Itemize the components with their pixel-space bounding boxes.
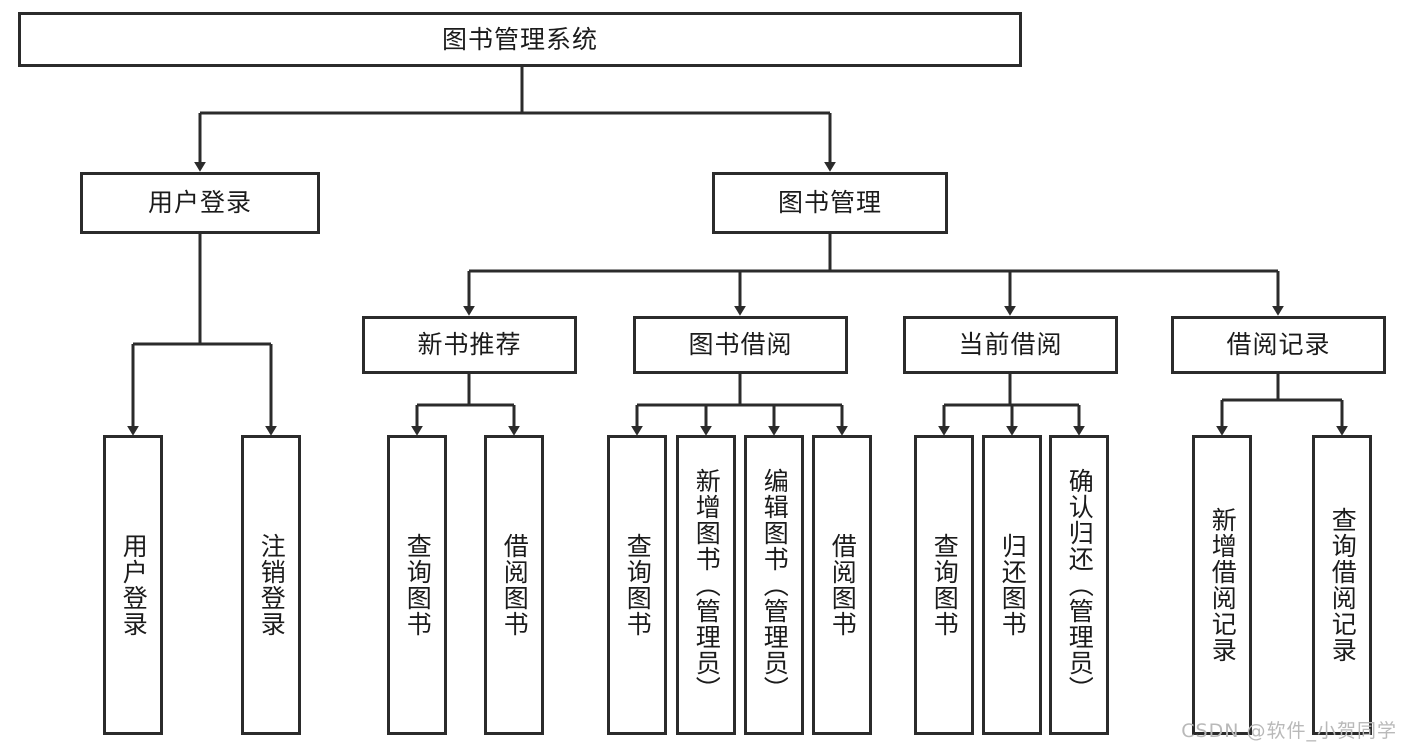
leaf-recommend-query-book-label: 查询图书 — [403, 533, 433, 637]
leaf-borrow-add-book[interactable]: 新增图书（管理员） — [676, 435, 736, 735]
leaf-user-login-login[interactable]: 用户登录 — [103, 435, 163, 735]
leaf-current-confirm-return-label: 确认归还（管理员） — [1065, 468, 1095, 702]
leaf-current-return-book[interactable]: 归还图书 — [982, 435, 1042, 735]
leaf-borrow-edit-book-label: 编辑图书（管理员） — [760, 468, 790, 702]
leaf-record-query-record-label: 查询借阅记录 — [1328, 507, 1358, 663]
leaf-borrow-query-book-label: 查询图书 — [623, 533, 653, 637]
leaf-recommend-borrow-book[interactable]: 借阅图书 — [484, 435, 544, 735]
leaf-borrow-borrow-book-label: 借阅图书 — [828, 533, 858, 637]
csdn-watermark: CSDN @软件_小贺同学 — [1181, 720, 1397, 742]
leaf-record-add-record[interactable]: 新增借阅记录 — [1192, 435, 1252, 735]
node-root-label: 图书管理系统 — [441, 24, 598, 54]
leaf-current-return-book-label: 归还图书 — [998, 533, 1028, 637]
leaf-user-login-logout-label: 注销登录 — [257, 533, 287, 637]
leaf-borrow-query-book[interactable]: 查询图书 — [607, 435, 667, 735]
node-book-borrow-label: 图书借阅 — [688, 330, 793, 360]
leaf-recommend-borrow-book-label: 借阅图书 — [500, 533, 530, 637]
node-user-login-label: 用户登录 — [147, 188, 252, 218]
leaf-recommend-query-book[interactable]: 查询图书 — [387, 435, 447, 735]
leaf-borrow-add-book-label: 新增图书（管理员） — [692, 468, 722, 702]
leaf-current-query-book[interactable]: 查询图书 — [914, 435, 974, 735]
node-root[interactable]: 图书管理系统 — [18, 12, 1022, 67]
leaf-current-query-book-label: 查询图书 — [930, 533, 960, 637]
leaf-borrow-borrow-book[interactable]: 借阅图书 — [812, 435, 872, 735]
node-book-borrow[interactable]: 图书借阅 — [633, 316, 848, 374]
leaf-record-query-record[interactable]: 查询借阅记录 — [1312, 435, 1372, 735]
leaf-user-login-login-label: 用户登录 — [119, 533, 149, 637]
node-user-login[interactable]: 用户登录 — [80, 172, 320, 234]
node-current-borrow-label: 当前借阅 — [958, 330, 1063, 360]
node-borrow-record[interactable]: 借阅记录 — [1171, 316, 1386, 374]
leaf-borrow-edit-book[interactable]: 编辑图书（管理员） — [744, 435, 804, 735]
leaf-user-login-logout[interactable]: 注销登录 — [241, 435, 301, 735]
node-book-management-label: 图书管理 — [777, 188, 882, 218]
node-current-borrow[interactable]: 当前借阅 — [903, 316, 1118, 374]
leaf-record-add-record-label: 新增借阅记录 — [1208, 507, 1238, 663]
leaf-current-confirm-return[interactable]: 确认归还（管理员） — [1049, 435, 1109, 735]
node-new-book-recommend-label: 新书推荐 — [417, 330, 522, 360]
node-new-book-recommend[interactable]: 新书推荐 — [362, 316, 577, 374]
node-book-management[interactable]: 图书管理 — [712, 172, 948, 234]
node-borrow-record-label: 借阅记录 — [1226, 330, 1331, 360]
